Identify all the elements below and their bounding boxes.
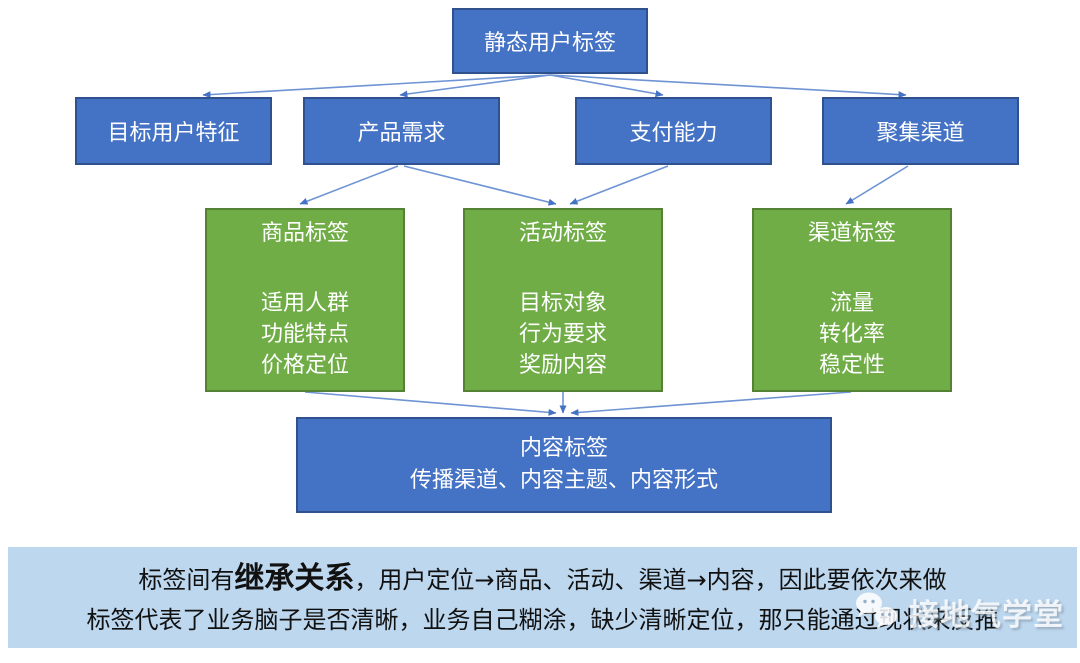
arrow-pay-to-activity-tag: [569, 165, 669, 205]
banner-line-2: 标签代表了业务脑子是否清晰，业务自己糊涂，缺少清晰定位，那只能通过现状来反推: [86, 606, 999, 634]
node-title: 商品标签: [260, 221, 349, 246]
node-gathering-channels: 聚集渠道: [822, 97, 1019, 165]
node-items: 适用人群 功能特点 价格定位: [261, 288, 349, 381]
node-product-needs: 产品需求: [303, 97, 500, 165]
node-items: 目标对象 行为要求 奖励内容: [519, 288, 607, 381]
node-label: 聚集渠道: [876, 121, 965, 146]
node-channel-tag: 渠道标签 流量 转化率 稳定性: [752, 208, 952, 392]
node-item: 稳定性: [818, 353, 885, 378]
summary-banner: 标签间有继承关系，用户定位→商品、活动、渠道→内容，因此要依次来做 标签代表了业…: [8, 547, 1077, 648]
node-item: 功能特点: [260, 322, 349, 347]
arrow-product-to-activity-tag: [403, 165, 557, 206]
node-label: 产品需求: [357, 121, 446, 146]
node-subtitle: 传播渠道、内容主题、内容形式: [409, 468, 718, 493]
node-goods-tag: 商品标签 适用人群 功能特点 价格定位: [205, 208, 405, 392]
node-target-user-traits: 目标用户特征: [75, 97, 272, 165]
arrow-product-to-goods-tag: [299, 165, 399, 205]
node-activity-tag: 活动标签 目标对象 行为要求 奖励内容: [463, 208, 663, 392]
node-title: 内容标签: [519, 436, 608, 461]
node-items: 流量 转化率 稳定性: [819, 288, 885, 381]
node-item: 价格定位: [260, 353, 349, 378]
arrow-channel-to-content-tag: [570, 391, 852, 416]
arrow-root-to-pay-ability: [549, 74, 664, 98]
node-item: 行为要求: [518, 322, 607, 347]
banner-line1-bold: 继承关系: [234, 561, 355, 596]
node-item: 适用人群: [260, 291, 349, 316]
arrow-goods-to-content-tag: [304, 391, 557, 416]
node-title: 渠道标签: [807, 221, 896, 246]
node-item: 转化率: [818, 322, 885, 347]
node-label: 静态用户标签: [483, 31, 616, 56]
arrow-root-to-product-needs: [399, 74, 551, 98]
node-item: 奖励内容: [518, 353, 607, 378]
node-content-tag: 内容标签 传播渠道、内容主题、内容形式: [296, 417, 832, 513]
banner-line-1: 标签间有继承关系，用户定位→商品、活动、渠道→内容，因此要依次来做: [8, 559, 1077, 600]
arrow-root-to-target-users: [202, 74, 551, 99]
node-pay-ability: 支付能力: [575, 97, 772, 165]
node-item: 目标对象: [518, 291, 607, 316]
node-label: 支付能力: [629, 121, 718, 146]
banner-line1-prefix: 标签间有: [138, 566, 235, 594]
node-title: 活动标签: [518, 221, 607, 246]
node-item: 流量: [829, 291, 874, 316]
arrow-channels-to-channel-tag: [845, 165, 909, 205]
arrow-root-to-channels: [549, 74, 907, 99]
node-static-user-tags: 静态用户标签: [452, 8, 648, 74]
banner-line1-suffix: ，用户定位→商品、活动、渠道→内容，因此要依次来做: [354, 566, 947, 594]
node-label: 目标用户特征: [107, 121, 240, 146]
